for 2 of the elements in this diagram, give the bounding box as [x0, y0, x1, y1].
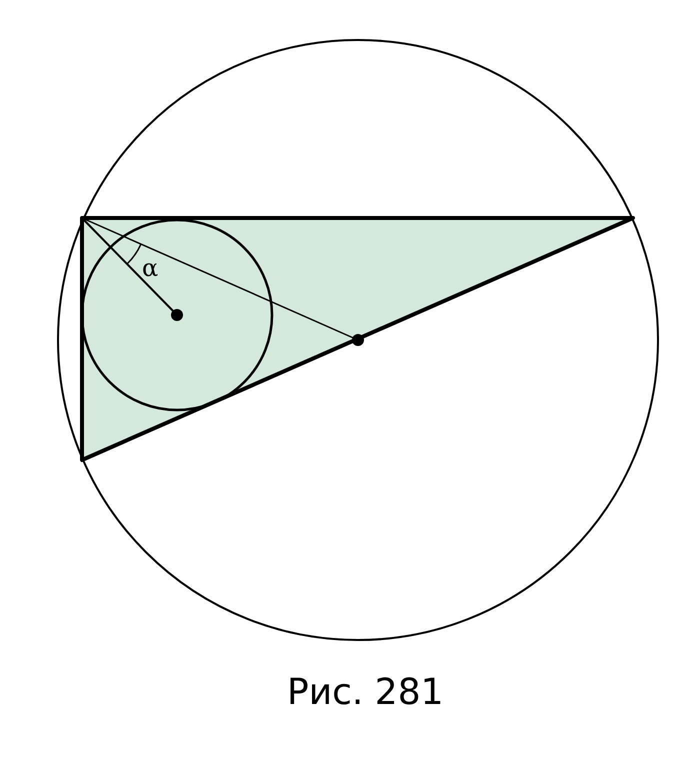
figure-caption: Рис. 281: [287, 675, 444, 711]
angle-label: α: [142, 256, 158, 280]
